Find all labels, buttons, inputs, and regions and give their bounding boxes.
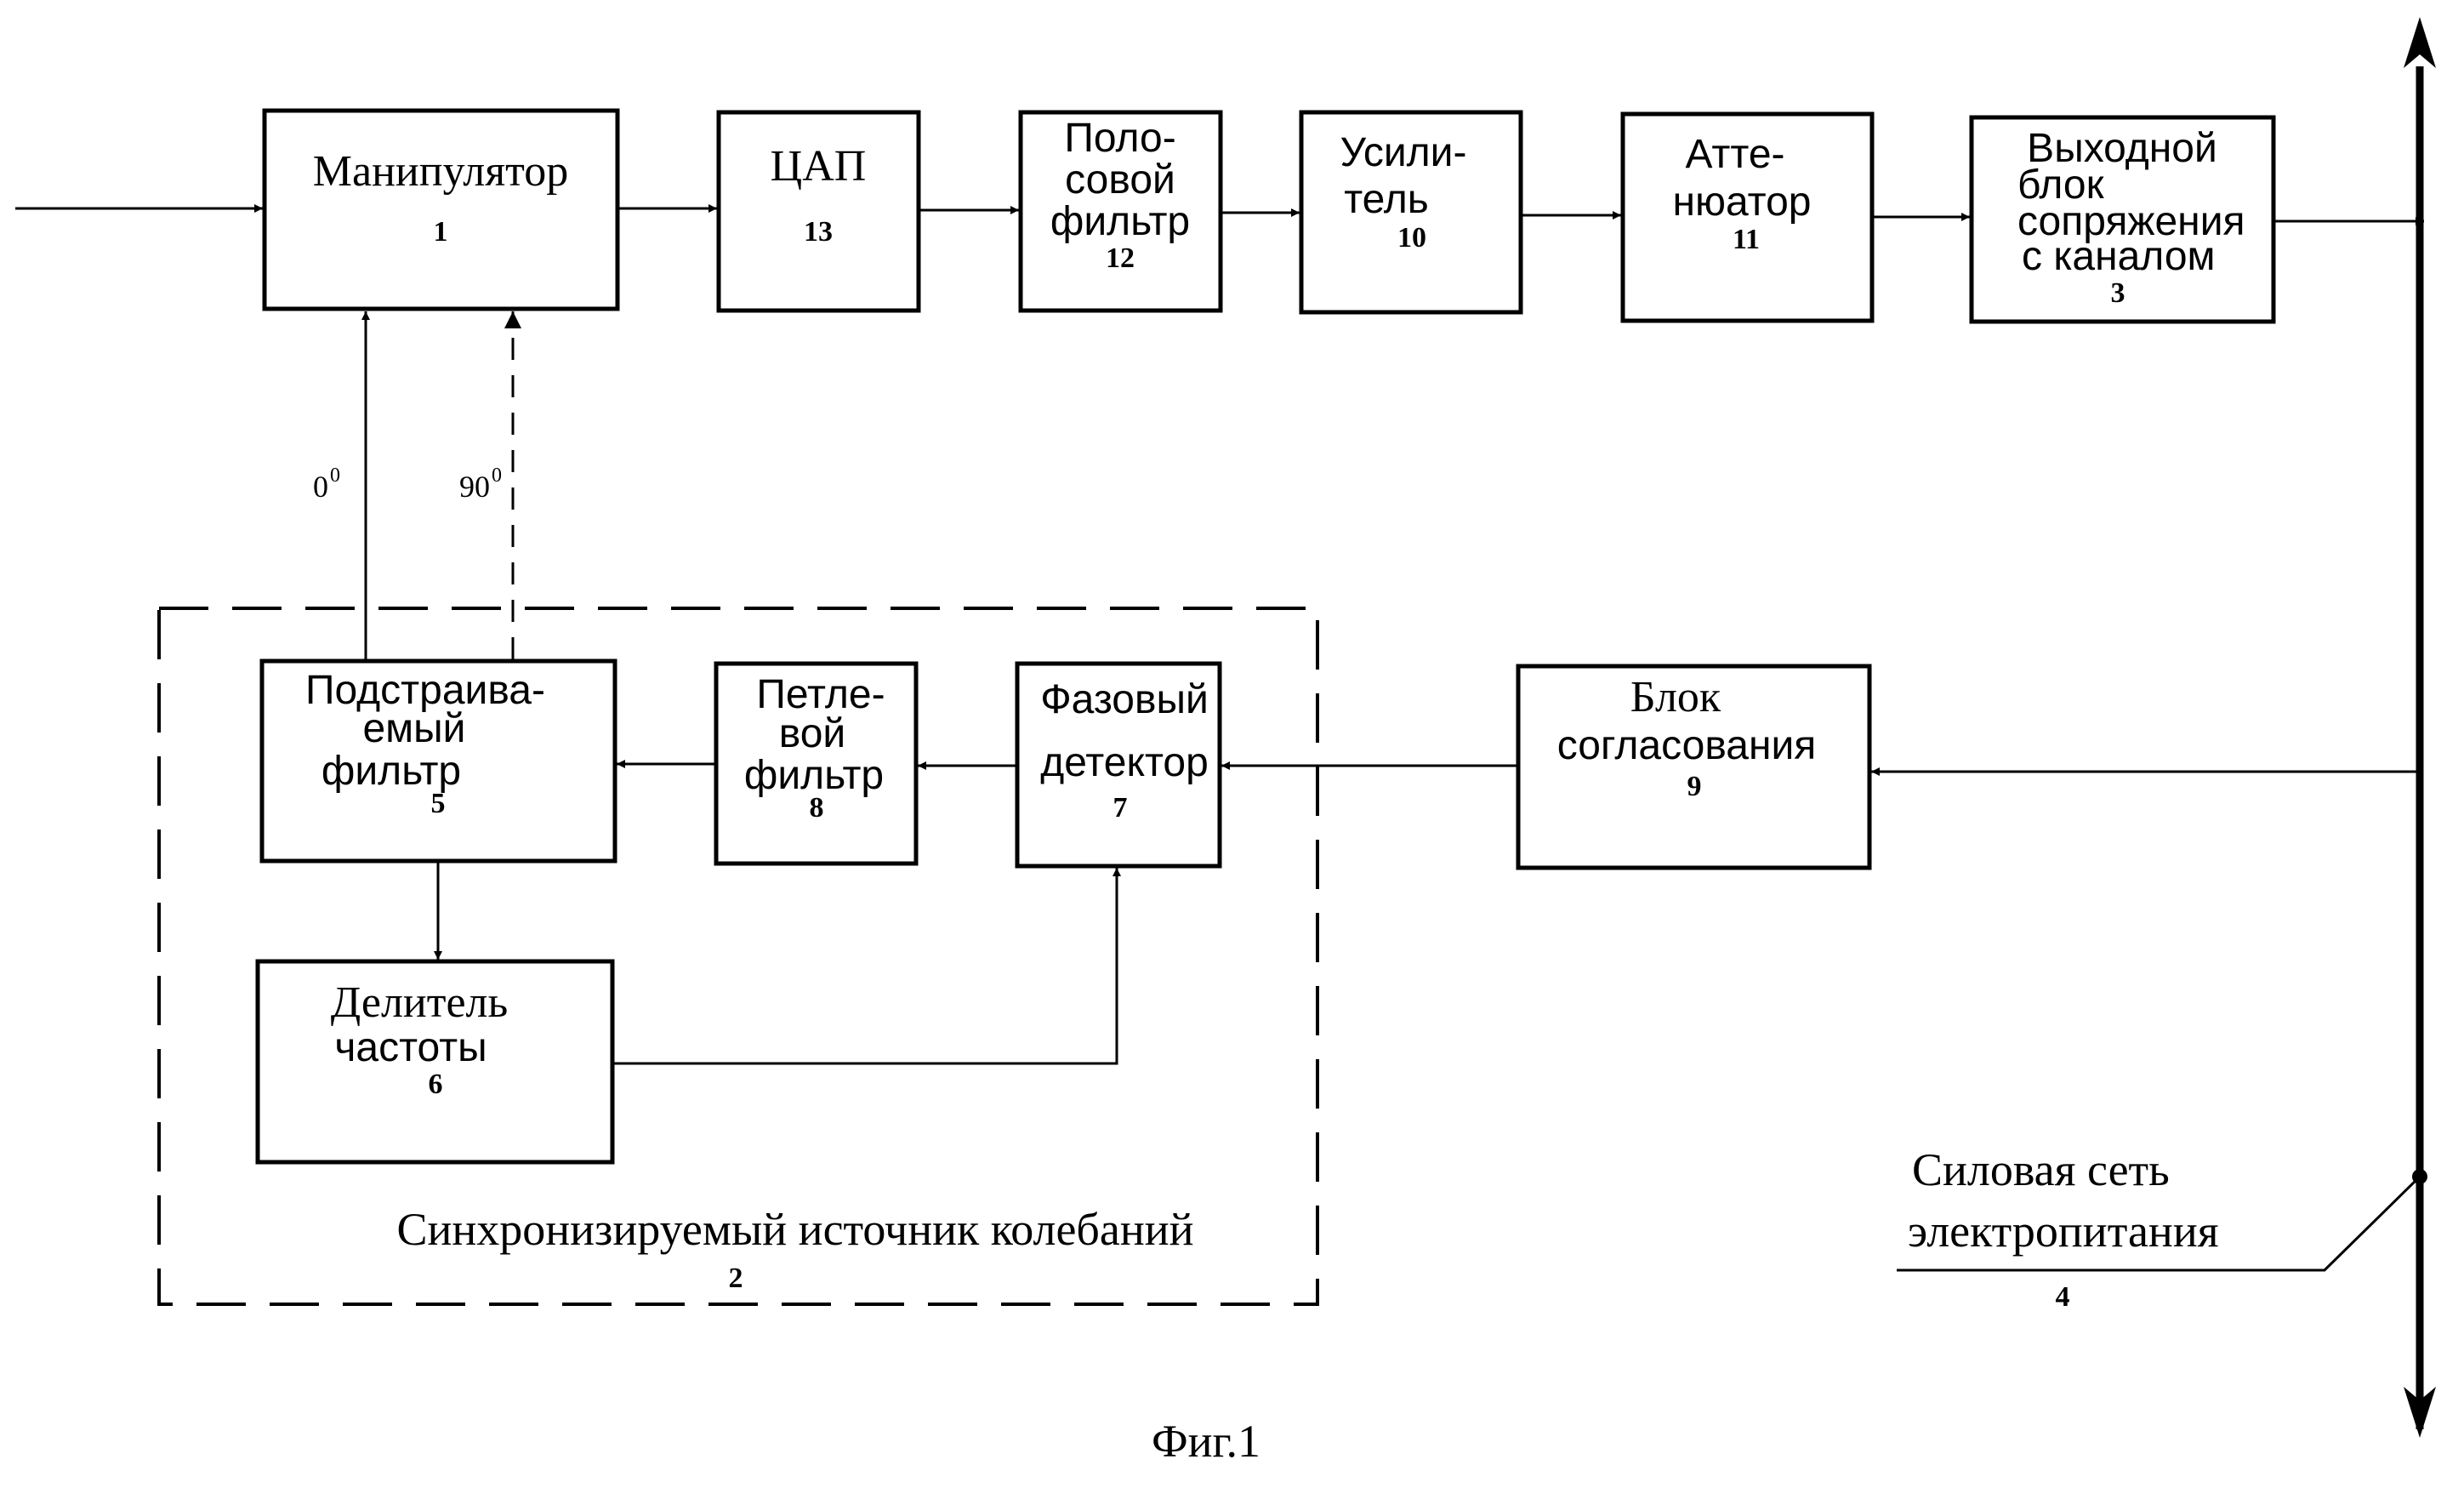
phase-label-90: 90 0 xyxy=(459,465,502,504)
phase-label-0-value: 0 xyxy=(313,470,328,504)
block-frequency-divider-line-1: Делитель xyxy=(331,978,508,1027)
block-amplifier-line-1: Усили- xyxy=(1340,130,1467,175)
block-phase-detector: Фазовый детектор 7 xyxy=(1017,664,1220,866)
phase-label-0: 0 0 xyxy=(313,465,340,504)
block-amplifier-number: 10 xyxy=(1397,222,1426,254)
block-bandpass-filter-line-1: Поло- xyxy=(1064,116,1175,161)
block-dac-number: 13 xyxy=(804,216,833,248)
group-label: Синхронизируемый источник колебаний xyxy=(396,1204,1193,1255)
block-phase-detector-number: 7 xyxy=(1113,792,1128,824)
block-output-interface-number: 3 xyxy=(2111,277,2125,309)
phase-label-90-value: 90 xyxy=(459,470,490,504)
block-matching-line-2: согласования xyxy=(1557,723,1817,768)
block-matching-line-1: Блок xyxy=(1630,673,1721,721)
arrow-divider-to-phase-detector xyxy=(614,868,1117,1063)
block-manipulator-number: 1 xyxy=(434,216,448,248)
block-frequency-divider-line-2: частоты xyxy=(334,1025,487,1070)
block-bandpass-filter: Поло- совой фильтр 12 xyxy=(1021,112,1221,311)
block-frequency-divider: Делитель частоты 6 xyxy=(258,961,612,1162)
block-loop-filter-line-2: вой xyxy=(779,711,845,756)
block-amplifier-line-2: тель xyxy=(1344,177,1429,222)
block-tunable-filter-line-2: емый xyxy=(362,706,465,751)
block-frequency-divider-number: 6 xyxy=(429,1069,443,1100)
block-attenuator: Атте- нюатор 11 xyxy=(1623,114,1872,321)
block-loop-filter-number: 8 xyxy=(810,792,824,824)
power-line-number: 4 xyxy=(2056,1281,2070,1313)
block-matching: Блок согласования 9 xyxy=(1518,666,1869,868)
block-bandpass-filter-line-2: совой xyxy=(1065,157,1175,202)
block-phase-detector-line-2: детектор xyxy=(1040,740,1209,785)
phase-label-0-degree: 0 xyxy=(330,465,340,487)
block-amplifier: Усили- тель 10 xyxy=(1301,112,1521,312)
block-bandpass-filter-number: 12 xyxy=(1106,242,1135,274)
block-dac-label: ЦАП xyxy=(771,142,867,191)
block-attenuator-line-2: нюатор xyxy=(1673,180,1812,225)
block-tunable-filter-number: 5 xyxy=(431,788,446,819)
power-line-top-arrowhead xyxy=(2404,17,2436,68)
block-tunable-filter: Подстраива- емый фильтр 5 xyxy=(262,661,615,861)
block-manipulator-label: Манипулятор xyxy=(313,147,568,196)
block-matching-number: 9 xyxy=(1687,771,1702,802)
block-attenuator-line-1: Атте- xyxy=(1685,132,1784,177)
block-loop-filter: Петле- вой фильтр 8 xyxy=(716,664,916,864)
group-number: 2 xyxy=(729,1263,743,1294)
block-output-interface: Выходной блок сопряжения с каналом 3 xyxy=(1972,117,2273,322)
block-output-interface-line-4: с каналом xyxy=(2022,234,2216,279)
block-bandpass-filter-line-3: фильтр xyxy=(1050,199,1190,244)
power-line-label-line-2: электропитания xyxy=(1908,1206,2219,1257)
phase-label-90-degree: 0 xyxy=(492,465,502,487)
block-dac: ЦАП 13 xyxy=(719,112,919,311)
arrow-90deg-head xyxy=(504,311,521,328)
figure-caption: Фиг.1 xyxy=(1152,1416,1260,1467)
block-manipulator: Манипулятор 1 xyxy=(265,111,617,309)
block-attenuator-number: 11 xyxy=(1733,224,1760,255)
block-phase-detector-line-1: Фазовый xyxy=(1040,677,1209,722)
power-line-label-line-1: Силовая сеть xyxy=(1912,1144,2170,1195)
